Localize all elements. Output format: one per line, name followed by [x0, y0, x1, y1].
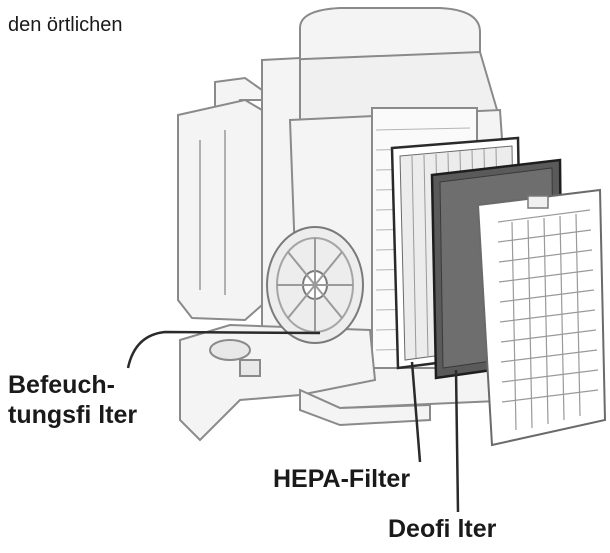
hepa-filter-label: HEPA-Filter	[273, 465, 411, 493]
deodorizing-filter-label: Deofi lter	[388, 515, 497, 543]
humidifier-tray	[179, 323, 377, 442]
leader-line-humidifier	[126, 330, 321, 369]
water-tank	[177, 76, 263, 322]
purifier-base	[299, 388, 431, 427]
humidifier-filter-label-line2: tungsfi lter	[8, 401, 138, 429]
humidifier-filter-label: Befeuch- tungsfi lter	[8, 370, 137, 430]
front-panel	[476, 188, 607, 447]
humidifying-wheel	[266, 226, 364, 344]
leader-lines	[126, 330, 460, 513]
header-text: den örtlichen	[8, 14, 123, 36]
leader-line-deodorizing	[454, 369, 460, 513]
leader-line-hepa	[410, 361, 422, 463]
humidifier-filter-label-line1: Befeuch-	[8, 371, 115, 399]
